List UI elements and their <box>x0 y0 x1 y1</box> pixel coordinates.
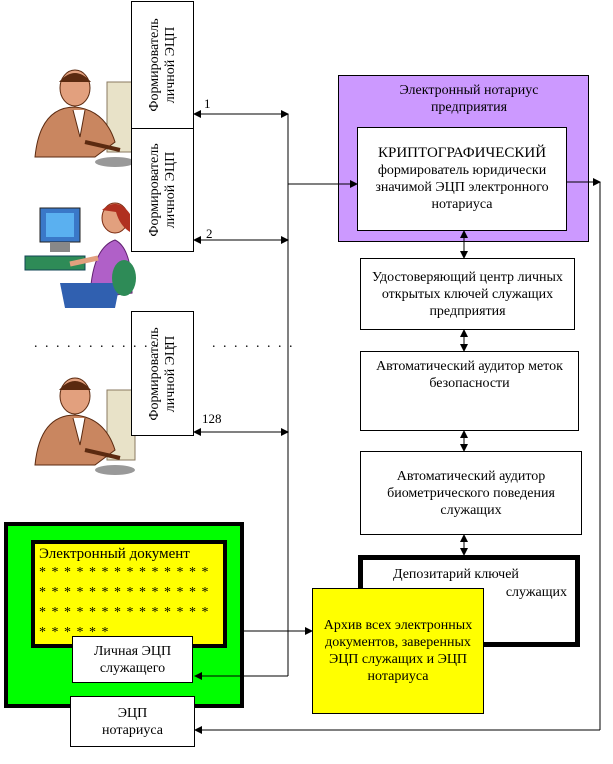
employee-figure-3 <box>25 370 137 482</box>
security-auditor-box: Автоматический аудитор меток безопасност… <box>360 351 579 431</box>
ellipsis-left: . . . . . . . . . . . . . <box>34 336 172 351</box>
notary-signature-box: ЭЦП нотариуса <box>70 696 195 747</box>
electronic-document: Электронный документ * * * * * * * * * *… <box>31 540 227 648</box>
channel-number-128: 128 <box>202 411 222 426</box>
signature-former-2: Формирователь личной ЭЦП <box>131 128 194 252</box>
archive-box: Архив всех электронных документов, завер… <box>312 588 484 714</box>
ellipsis-right: . . . . . . . . <box>212 336 295 351</box>
document-title: Электронный документ <box>39 546 190 562</box>
employee-figure-2 <box>20 198 138 310</box>
channel-number-2: 2 <box>206 226 213 241</box>
crypto-body: формирователь юридически значимой ЭЦП эл… <box>375 163 549 212</box>
channel-number-1: 1 <box>204 96 211 111</box>
employee-figure-1 <box>25 62 137 174</box>
signature-former-3: Формирователь личной ЭЦП <box>131 311 194 436</box>
signature-former-1: Формирователь личной ЭЦП <box>131 1 194 129</box>
document-content: * * * * * * * * * * * * * * * * * * * * … <box>39 565 210 640</box>
biometric-auditor-box: Автоматический аудитор биометрического п… <box>360 451 582 535</box>
key-depository-line1: Депозитарий ключей <box>393 567 519 582</box>
crypto-former-box: КРИПТОГРАФИЧЕСКИЙ формирователь юридичес… <box>357 127 567 231</box>
notary-title: Электронный нотариус предприятия <box>399 83 539 115</box>
key-depository-line2: служащих <box>505 585 567 600</box>
crypto-heading: КРИПТОГРАФИЧЕСКИЙ <box>377 145 547 161</box>
personal-signature-box: Личная ЭЦП служащего <box>72 636 193 683</box>
